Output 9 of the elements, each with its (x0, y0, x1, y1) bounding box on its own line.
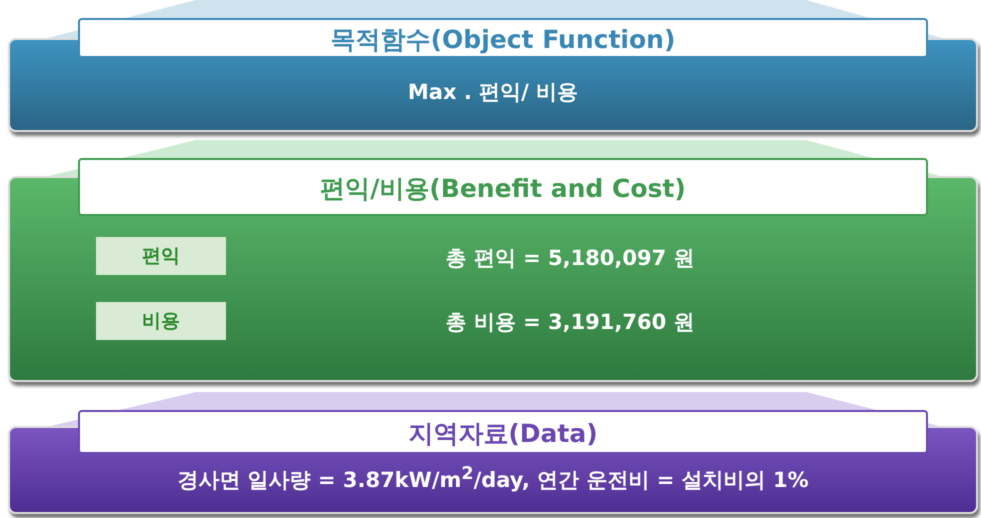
body-text: 경사면 일사량 = 3.87kW/m$^{2}$/day, 연간 운전비 = 설치비의 1% (176, 464, 810, 494)
header-bar: 지역자료(Data) (78, 410, 928, 454)
category-tag: 편익 (96, 237, 226, 275)
body-text: 총 비용 = 3,191,760 원 (444, 309, 696, 336)
body-text: Max . 편익/ 비용 (406, 79, 580, 106)
header-bar: 편익/비용(Benefit and Cost) (78, 158, 928, 216)
header-bar: 목적함수(Object Function) (78, 18, 928, 58)
body-text: 총 편익 = 5,180,097 원 (444, 245, 696, 272)
category-tag: 비용 (96, 302, 226, 340)
